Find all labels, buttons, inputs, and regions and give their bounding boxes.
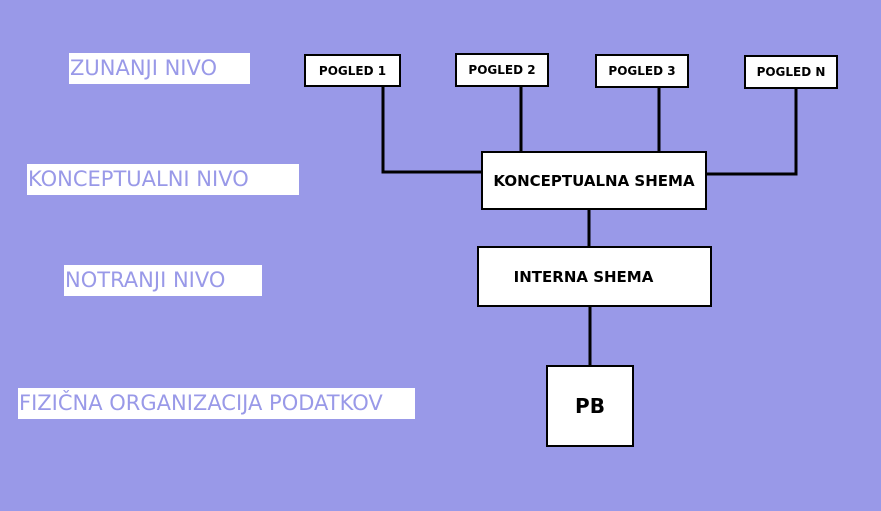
connector-view-n (705, 87, 798, 176)
view-box-n: POGLED N (744, 55, 838, 89)
database-box: PB (546, 365, 634, 447)
connector-view-1 (381, 84, 484, 174)
level-label-conceptual: KONCEPTUALNI NIVO (27, 164, 299, 195)
view-box-2: POGLED 2 (455, 53, 549, 87)
view-box-3: POGLED 3 (595, 54, 689, 88)
level-label-external: ZUNANJI NIVO (69, 53, 250, 84)
conceptual-schema-box: KONCEPTUALNA SHEMA (481, 151, 707, 210)
view-box-1: POGLED 1 (304, 54, 401, 87)
level-label-physical: FIZIČNA ORGANIZACIJA PODATKOV (18, 388, 415, 419)
level-label-internal: NOTRANJI NIVO (64, 265, 262, 296)
internal-schema-box: INTERNA SHEMA (477, 246, 712, 307)
